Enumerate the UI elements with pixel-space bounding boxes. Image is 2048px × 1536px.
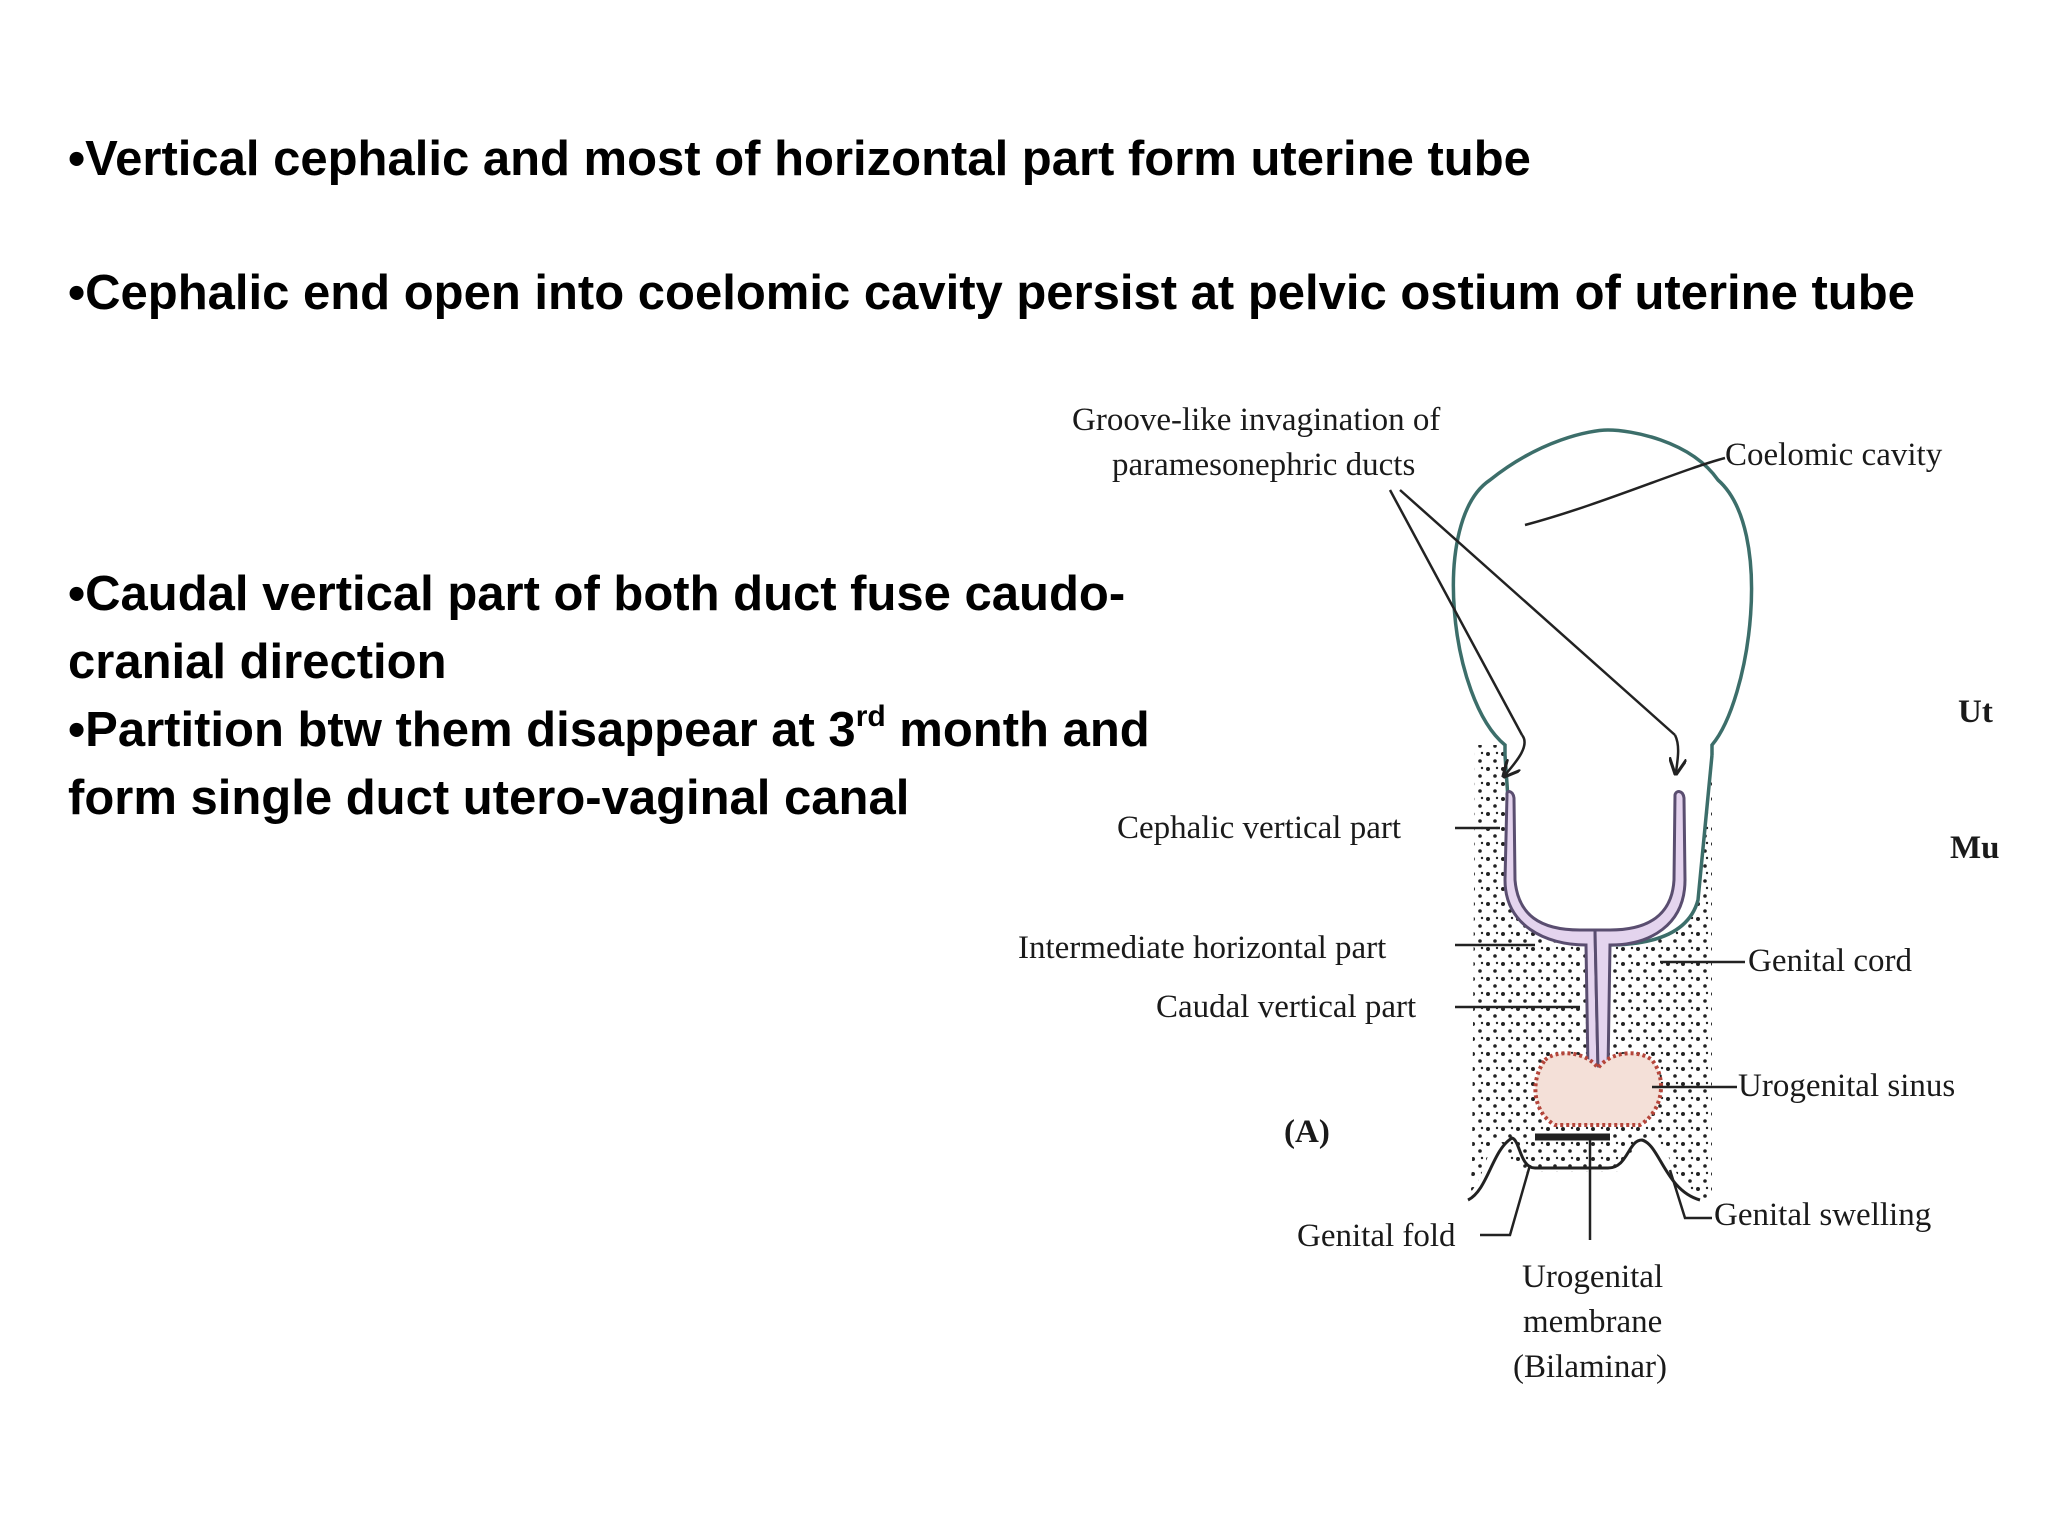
urogenital-sinus: [1533, 1051, 1664, 1127]
bullet-pelvic-ostium: •Cephalic end open into coelomic cavity …: [68, 266, 1915, 320]
genital-fold-outline: [1467, 1136, 1701, 1202]
label-urogenital-sinus: Urogenital sinus: [1738, 1068, 1955, 1104]
paramesonephric-duct-left: [1503, 790, 1600, 1072]
label-caudal-vertical: Caudal vertical part: [1156, 989, 1416, 1025]
label-cut-ut: Ut: [1958, 694, 1993, 730]
label-membrane: membrane: [1523, 1304, 1662, 1340]
label-genital-swelling: Genital swelling: [1714, 1197, 1931, 1233]
genital-swelling-leader: [1668, 1169, 1712, 1220]
label-cephalic-vertical: Cephalic vertical part: [1117, 810, 1401, 846]
bullet-uterine-tube: •Vertical cephalic and most of horizonta…: [68, 132, 1531, 186]
label-intermediate-horizontal: Intermediate horizontal part: [1018, 930, 1386, 966]
label-urogenital: Urogenital: [1522, 1259, 1663, 1295]
groove-arrow-right: [1675, 734, 1678, 772]
label-cut-mu: Mu: [1950, 830, 2000, 866]
bullet-caudal-fusion: •Caudal vertical part of both duct fuse …: [68, 567, 1126, 689]
bullet-partition: •Partition btw them disappear at 3rd mon…: [68, 700, 1150, 826]
groove-pointer-line-a: [1388, 489, 1524, 736]
label-coelomic-cavity: Coelomic cavity: [1725, 437, 1943, 473]
paramesonephric-duct-right: [1593, 790, 1687, 1072]
label-genital-cord: Genital cord: [1748, 943, 1913, 979]
genital-fold-leader: [1480, 1164, 1532, 1237]
label-groove-line1: Groove-like invagination of: [1072, 402, 1440, 438]
label-groove-line2: paramesonephric ducts: [1112, 447, 1415, 483]
label-bilaminar: (Bilaminar): [1513, 1349, 1667, 1385]
groove-arrow-left: [1505, 734, 1526, 775]
groove-pointer-line-b: [1399, 489, 1676, 736]
label-genital-fold: Genital fold: [1297, 1218, 1456, 1254]
label-panel-a: (A): [1284, 1114, 1330, 1150]
coelomic-cavity-pointer: [1524, 456, 1726, 527]
